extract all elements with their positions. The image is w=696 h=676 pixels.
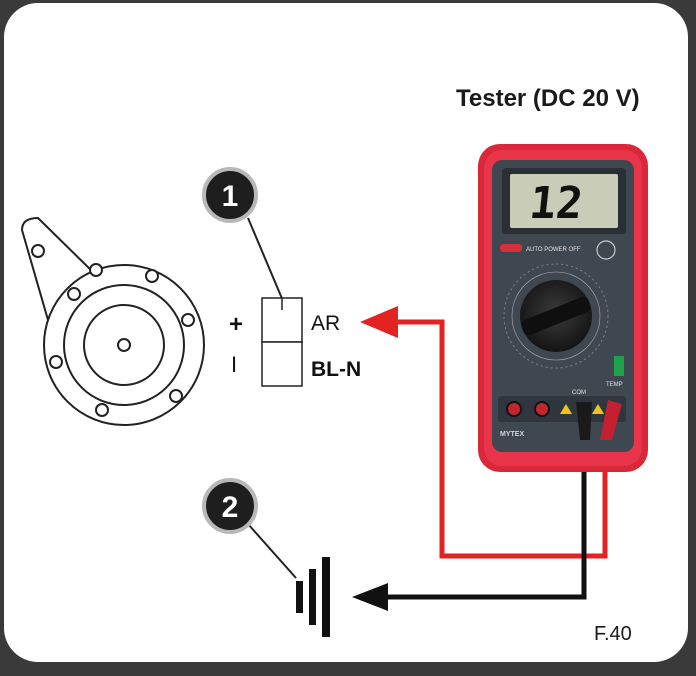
com-label: COM bbox=[572, 390, 586, 396]
brand-label: MYTEX bbox=[500, 431, 524, 438]
callout-2-number: 2 bbox=[222, 491, 239, 524]
connector: + I AR BL-N bbox=[229, 297, 361, 387]
callout-1: 1 bbox=[202, 167, 287, 309]
connector-terminal-bottom bbox=[261, 341, 303, 387]
auto-power-off-label: AUTO POWER OFF bbox=[526, 247, 581, 253]
minus-sign: I bbox=[231, 352, 237, 377]
horn-icon bbox=[20, 216, 205, 426]
black-test-lead bbox=[352, 440, 587, 611]
callout-1-number: 1 bbox=[222, 180, 239, 213]
lcd-display bbox=[510, 174, 618, 228]
callout-2: 2 bbox=[202, 478, 297, 579]
multimeter-icon: 12 AUTO POWER OFF TEMP COM MYTEX bbox=[478, 144, 648, 472]
display-reading: 12 bbox=[527, 178, 585, 229]
red-test-lead bbox=[360, 306, 608, 559]
figure-id: F.40 bbox=[594, 623, 632, 645]
ground-symbol-icon bbox=[296, 557, 330, 637]
tester-title: Tester (DC 20 V) bbox=[456, 85, 640, 112]
temp-label: TEMP bbox=[606, 382, 623, 388]
power-button bbox=[500, 244, 522, 252]
plus-sign: + bbox=[229, 311, 243, 338]
wire-label-bl-n: BL-N bbox=[311, 358, 361, 381]
wire-label-ar: AR bbox=[311, 312, 340, 335]
